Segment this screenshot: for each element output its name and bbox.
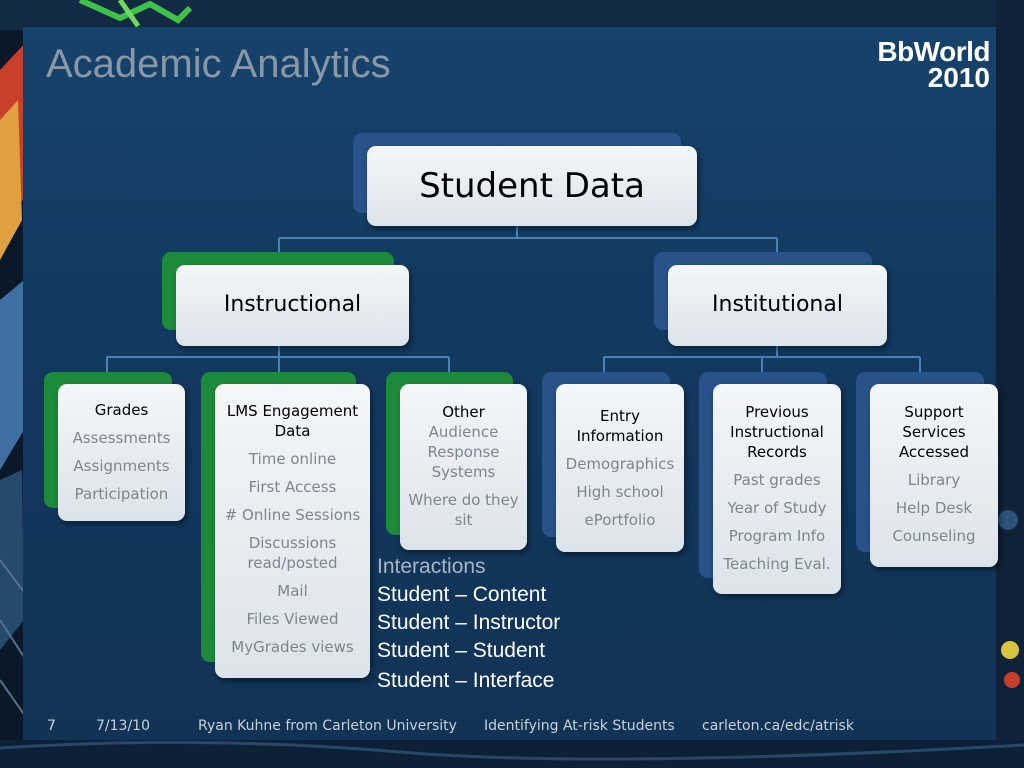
previous-item: Program Info	[728, 527, 826, 545]
interaction-line: Student – Interface	[377, 669, 555, 692]
logo-line-1: BbWorld	[877, 36, 990, 67]
logo-line-2: 2010	[927, 62, 990, 93]
other-node: Other Audience Response Systems Where do…	[400, 384, 527, 550]
support-items: Library Help Desk Counseling	[874, 470, 994, 546]
lms-engagement-node: LMS Engagement Data Time online First Ac…	[215, 384, 370, 678]
bbworld-logo: BbWorld 2010	[860, 38, 990, 92]
other-title: Other	[442, 403, 485, 421]
institutional-label: Institutional	[712, 292, 843, 317]
root-node: Student Data	[367, 146, 697, 226]
footer-topic: Identifying At-risk Students	[484, 718, 675, 734]
support-services-node: Support Services Accessed Library Help D…	[870, 384, 998, 567]
interactions-list: Interactions Student – Content Student –…	[377, 553, 560, 695]
entry-information-node: Entry Information Demographics High scho…	[556, 384, 684, 552]
grades-item: Assessments	[72, 429, 171, 447]
lms-item: Files Viewed	[246, 610, 339, 628]
entry-item: High school	[576, 483, 664, 501]
entry-item: ePortfolio	[584, 511, 656, 529]
footer-url: carleton.ca/edc/atrisk	[702, 718, 854, 734]
lms-item: Discussions read/posted	[247, 534, 338, 572]
previous-item: Past grades	[733, 471, 821, 489]
entry-items: Demographics High school ePortfolio	[560, 454, 680, 530]
interactions-heading: Interactions	[377, 555, 486, 578]
grades-items: Assessments Assignments Participation	[62, 428, 181, 504]
instructional-node: Instructional	[176, 265, 409, 346]
interaction-line: Student – Content	[377, 583, 547, 606]
instructional-label: Instructional	[223, 292, 362, 317]
grades-item: Assignments	[73, 457, 170, 475]
lms-item: Time online	[248, 450, 337, 468]
institutional-node: Institutional	[668, 265, 887, 346]
grades-item: Participation	[74, 485, 169, 503]
previous-item: Teaching Eval.	[723, 555, 831, 573]
lms-item: First Access	[248, 478, 337, 496]
support-item: Counseling	[892, 527, 976, 545]
previous-records-node: Previous Instructional Records Past grad…	[713, 384, 841, 594]
lms-items: Time online First Access # Online Sessio…	[219, 449, 366, 657]
grades-node: Grades Assessments Assignments Participa…	[58, 384, 185, 521]
entry-title: Entry Information	[576, 407, 664, 445]
lms-title: LMS Engagement Data	[226, 402, 359, 440]
interaction-line: Student – Student	[377, 639, 546, 662]
lms-item: Mail	[277, 582, 308, 600]
lms-item: # Online Sessions	[224, 506, 361, 524]
previous-title: Previous Instructional Records	[730, 403, 824, 461]
lms-item: MyGrades views	[231, 638, 354, 656]
support-title: Support Services Accessed	[898, 403, 970, 461]
other-items: Audience Response Systems Where do they …	[404, 422, 523, 530]
footer-page-number: 7	[47, 718, 56, 734]
interaction-line: Student – Instructor	[377, 611, 561, 634]
previous-item: Year of Study	[727, 499, 827, 517]
other-item: Where do they sit	[408, 491, 519, 529]
entry-item: Demographics	[565, 455, 675, 473]
other-item: Audience Response Systems	[427, 423, 500, 481]
support-item: Help Desk	[895, 499, 973, 517]
slide-title: Academic Analytics	[46, 42, 391, 86]
previous-items: Past grades Year of Study Program Info T…	[717, 470, 837, 574]
support-item: Library	[907, 471, 961, 489]
footer-date: 7/13/10	[96, 718, 150, 734]
footer-author: Ryan Kuhne from Carleton University	[198, 718, 457, 734]
root-label: Student Data	[419, 166, 645, 206]
grades-title: Grades	[94, 401, 149, 419]
